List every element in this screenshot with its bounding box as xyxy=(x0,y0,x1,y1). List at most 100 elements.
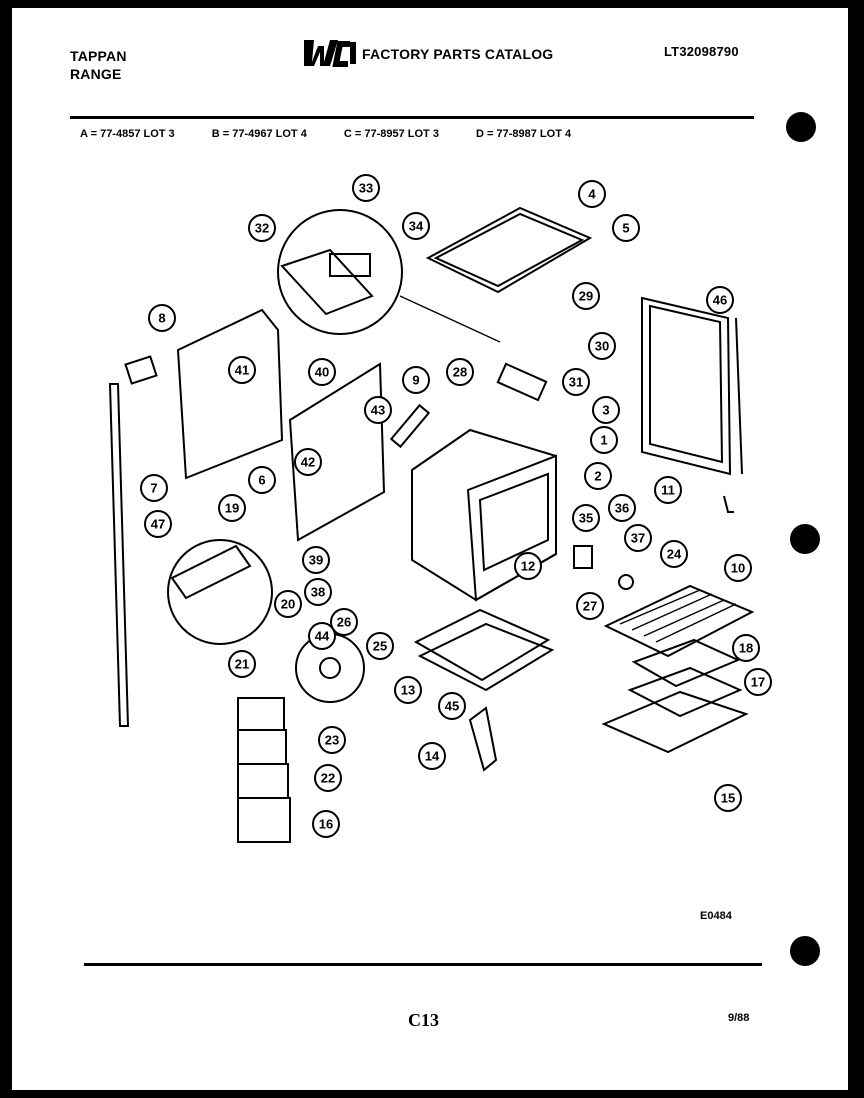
callout-number: 29 xyxy=(579,289,593,304)
callout-number: 26 xyxy=(337,615,351,630)
callout-bubble xyxy=(274,590,302,618)
callout-bubble xyxy=(248,466,276,494)
footer-rule xyxy=(84,963,762,966)
callout-number: 44 xyxy=(315,629,330,644)
callout-12: 12 xyxy=(514,552,542,580)
callout-bubble xyxy=(294,448,322,476)
callout-number: 45 xyxy=(445,699,459,714)
callout-number: 12 xyxy=(521,559,535,574)
callout-bubble xyxy=(578,180,606,208)
model-b: B = 77-4967 LOT 4 xyxy=(211,128,307,140)
callout-number: 3 xyxy=(602,403,609,418)
callout-number: 43 xyxy=(371,403,385,418)
callout-bubble xyxy=(744,668,772,696)
callout-bubble xyxy=(654,476,682,504)
callout-bubble xyxy=(304,578,332,606)
callout-43: 43 xyxy=(364,396,392,424)
callout-bubble xyxy=(228,356,256,384)
callout-number: 2 xyxy=(594,469,601,484)
catalog-number: LT32098790 xyxy=(664,44,739,59)
callout-23: 23 xyxy=(318,726,346,754)
callout-number: 14 xyxy=(425,749,440,764)
callout-30: 30 xyxy=(588,332,616,360)
callout-number: 36 xyxy=(615,501,629,516)
callout-bubble xyxy=(438,692,466,720)
callout-bubble xyxy=(302,546,330,574)
callout-26: 26 xyxy=(330,608,358,636)
diagram-code: E0484 xyxy=(700,910,732,922)
callout-number: 20 xyxy=(281,597,295,612)
binder-hole-middle xyxy=(790,524,820,554)
callout-bubble xyxy=(714,784,742,812)
wci-logo: WCI xyxy=(304,40,356,70)
callout-bubble xyxy=(218,494,246,522)
callout-bubble xyxy=(592,396,620,424)
callout-29: 29 xyxy=(572,282,600,310)
binder-hole-top xyxy=(786,112,816,142)
callout-17: 17 xyxy=(744,668,772,696)
callout-number: 24 xyxy=(667,547,682,562)
callout-13: 13 xyxy=(394,676,422,704)
callout-number: 32 xyxy=(255,221,269,236)
callout-bubble xyxy=(312,810,340,838)
callout-bubble xyxy=(624,524,652,552)
callout-bubble xyxy=(572,282,600,310)
callout-46: 46 xyxy=(706,286,734,314)
callout-25: 25 xyxy=(366,632,394,660)
callout-bubble xyxy=(402,212,430,240)
callout-bubble xyxy=(418,742,446,770)
callout-number: 6 xyxy=(258,473,265,488)
callout-6: 6 xyxy=(248,466,276,494)
callout-bubble xyxy=(588,332,616,360)
callout-number: 19 xyxy=(225,501,239,516)
callout-bubble xyxy=(402,366,430,394)
callout-31: 31 xyxy=(562,368,590,396)
callout-labels: 1234567891011121314151617181920212223242… xyxy=(140,174,772,838)
callout-number: 23 xyxy=(325,733,339,748)
parts-drawing xyxy=(108,206,755,843)
product-type: RANGE xyxy=(70,66,122,82)
callout-number: 38 xyxy=(311,585,325,600)
callout-bubble xyxy=(572,504,600,532)
callout-number: 40 xyxy=(315,365,329,380)
callout-number: 47 xyxy=(151,517,165,532)
callout-24: 24 xyxy=(660,540,688,568)
callout-bubble xyxy=(724,554,752,582)
binder-hole-bottom xyxy=(790,936,820,966)
callout-bubble xyxy=(144,510,172,538)
callout-7: 7 xyxy=(140,474,168,502)
callout-number: 34 xyxy=(409,219,424,234)
callout-36: 36 xyxy=(608,494,636,522)
callout-bubble xyxy=(660,540,688,568)
callout-bubble xyxy=(352,174,380,202)
callout-3: 3 xyxy=(592,396,620,424)
callout-38: 38 xyxy=(304,578,332,606)
callout-number: 15 xyxy=(721,791,735,806)
model-c: C = 77-8957 LOT 3 xyxy=(343,128,439,140)
callout-8: 8 xyxy=(148,304,176,332)
callout-number: 41 xyxy=(235,363,249,378)
callout-number: 8 xyxy=(158,311,165,326)
model-d: D = 77-8987 LOT 4 xyxy=(476,128,572,140)
callout-bubble xyxy=(394,676,422,704)
callout-number: 4 xyxy=(588,187,596,202)
catalog-title: FACTORY PARTS CATALOG xyxy=(362,46,554,62)
callout-44: 44 xyxy=(308,622,336,650)
callout-32: 32 xyxy=(248,214,276,242)
callout-number: 1 xyxy=(600,433,607,448)
callout-19: 19 xyxy=(218,494,246,522)
callout-20: 20 xyxy=(274,590,302,618)
callout-number: 17 xyxy=(751,675,765,690)
callout-number: 9 xyxy=(412,373,419,388)
callout-15: 15 xyxy=(714,784,742,812)
callout-42: 42 xyxy=(294,448,322,476)
callout-bubble xyxy=(148,304,176,332)
brand-name: TAPPAN xyxy=(70,48,127,64)
callout-bubble xyxy=(562,368,590,396)
callout-2: 2 xyxy=(584,462,612,490)
callout-number: 46 xyxy=(713,293,727,308)
callout-11: 11 xyxy=(654,476,682,504)
callout-number: 7 xyxy=(150,481,157,496)
